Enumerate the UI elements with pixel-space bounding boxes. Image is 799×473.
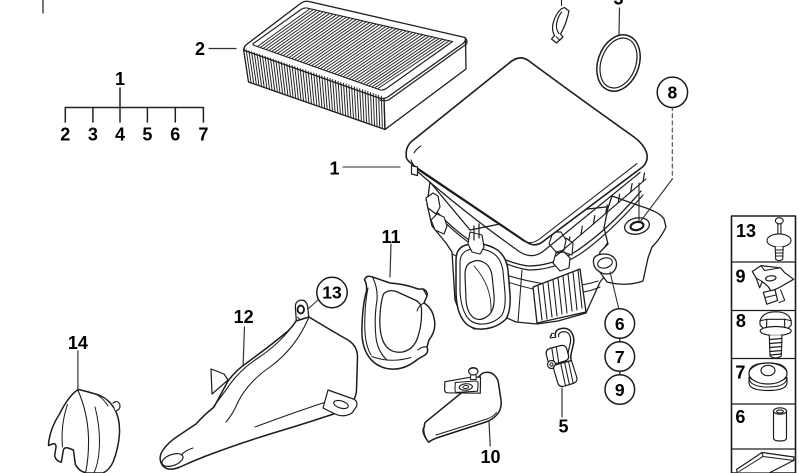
svg-text:1: 1 [329, 159, 339, 179]
svg-text:1: 1 [115, 69, 125, 89]
svg-text:8: 8 [668, 83, 678, 103]
svg-text:2: 2 [60, 125, 70, 145]
svg-text:4: 4 [115, 125, 125, 145]
svg-text:11: 11 [381, 227, 400, 247]
svg-text:7: 7 [735, 363, 745, 383]
svg-text:7: 7 [198, 125, 208, 145]
svg-text:3: 3 [88, 125, 98, 145]
svg-text:14: 14 [68, 333, 88, 353]
svg-text:9: 9 [615, 380, 625, 400]
svg-text:2: 2 [195, 39, 205, 59]
svg-text:7: 7 [615, 347, 625, 367]
svg-text:6: 6 [615, 314, 625, 334]
svg-text:9: 9 [735, 267, 745, 287]
svg-text:13: 13 [322, 283, 342, 303]
svg-text:10: 10 [480, 447, 500, 467]
svg-text:5: 5 [558, 417, 568, 437]
svg-text:6: 6 [170, 125, 180, 145]
svg-text:13: 13 [736, 221, 756, 241]
svg-text:12: 12 [234, 307, 254, 327]
svg-text:6: 6 [735, 407, 745, 427]
svg-text:3: 3 [613, 0, 623, 9]
svg-text:5: 5 [142, 125, 152, 145]
svg-text:8: 8 [736, 311, 746, 331]
